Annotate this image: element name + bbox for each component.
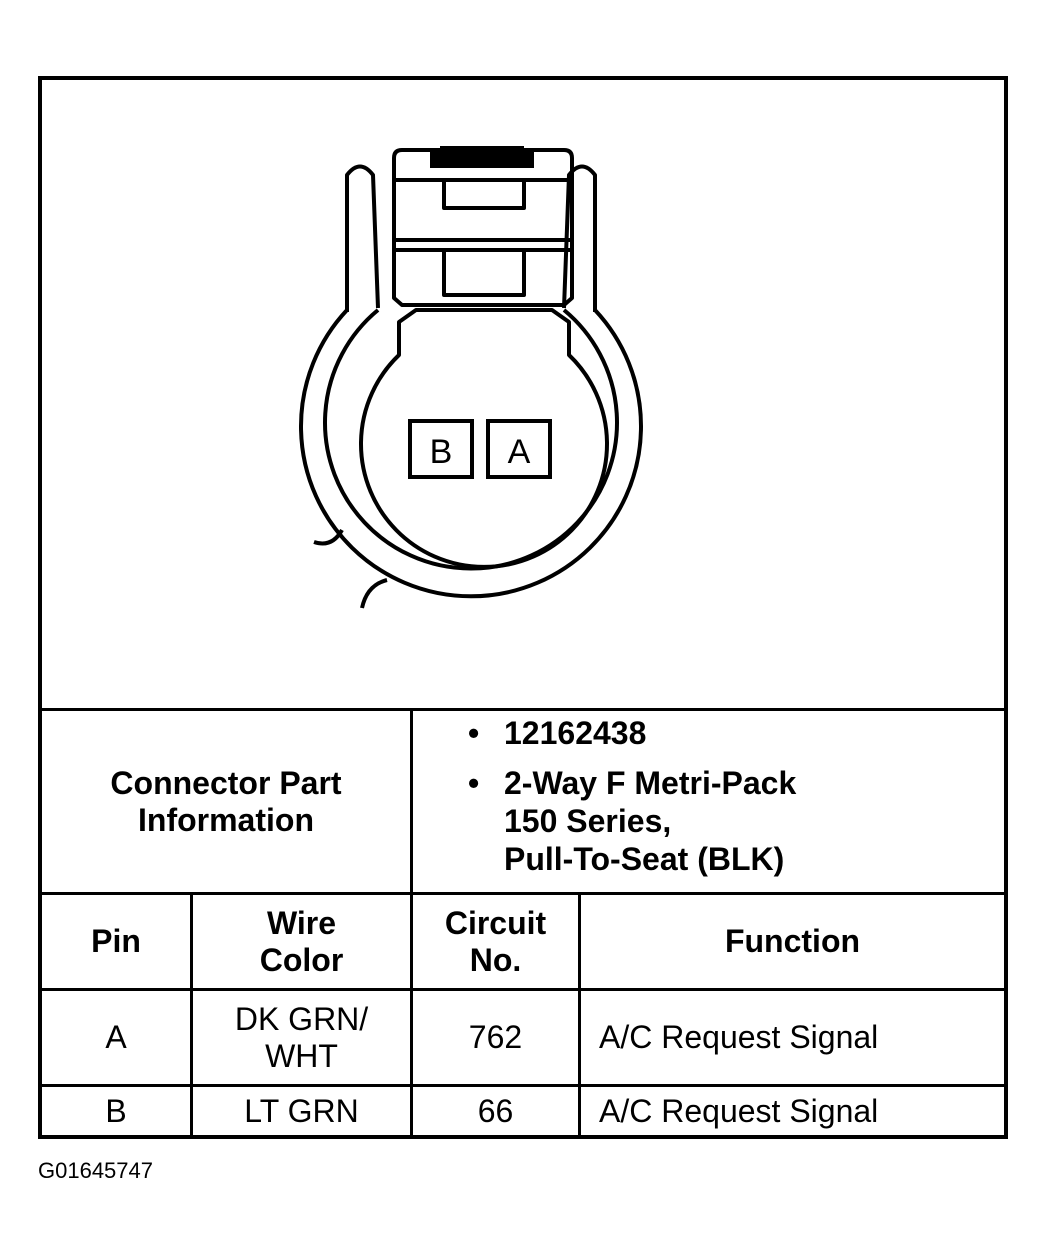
outer-ring [299,308,643,599]
divider-diagram [42,708,1004,711]
connector-card: B A Connector Part Information Pin Wire … [38,76,1008,1139]
divider-info [42,892,1004,895]
part-info-label-line-1: Connector Part [110,764,342,801]
row-a-wire-color: DK GRN/ WHT [193,991,410,1084]
header-wire-color-line-1: Wire [266,904,337,941]
description-line-1: 2-Way F Metri-Pack [504,765,797,801]
header-wire-color-line-2: Color [259,941,344,978]
header-circuit-line-1: Circuit [444,904,547,941]
part-info-label: Connector Part Information [42,711,410,892]
inner-ring [323,308,619,571]
header-function: Function [724,923,861,960]
divider-header [42,988,1004,991]
cavity-label-a: A [508,433,531,471]
ring-notch-bottom [360,578,388,609]
part-number: 12162438 [504,715,647,751]
divider-col-pin [190,892,193,1135]
cavity-label-b: B [430,433,453,471]
part-info-item-part-number: • 12162438 [468,714,796,752]
cavity-b [408,419,474,479]
row-a-circuit: 762 [468,1019,523,1056]
connector-face-diagram: B A [42,80,1004,710]
left-latch-arm [345,164,380,312]
lock-tab [430,146,534,168]
part-info-item-description: • 2-Way F Metri-Pack 150 Series, Pull-To… [468,764,796,878]
divider-row-a [42,1084,1004,1087]
terminal-body [359,308,609,569]
row-a-function: A/C Request Signal [599,1019,879,1056]
header-circuit-line-2: No. [469,941,522,978]
header-pin: Pin [91,923,141,960]
header-wire-color: Wire Color [193,895,410,988]
connector-illustration: B A [299,146,643,609]
figure-id: G01645747 [38,1158,153,1183]
lock-housing [392,148,574,307]
header-circuit-no: Circuit No. [413,895,578,988]
description-line-2: 150 Series, [504,803,672,839]
cavity-a [486,419,552,479]
row-a-wire-color-line-1: DK GRN/ [234,1000,369,1037]
part-info-label-line-2: Information [138,801,314,838]
right-latch-arm [562,164,597,312]
row-b-pin: B [105,1092,127,1129]
bullet-icon: • [468,715,480,751]
row-a-wire-color-line-2: WHT [265,1037,338,1074]
row-a-pin: A [105,1019,127,1056]
divider-col-circuit [578,892,581,1135]
row-b-function: A/C Request Signal [599,1092,879,1129]
part-info-list: • 12162438 • 2-Way F Metri-Pack 150 Seri… [468,714,796,878]
row-b-circuit: 66 [477,1092,514,1129]
divider-col-info [410,708,413,1135]
ring-notch-left [313,528,344,546]
description-line-3: Pull-To-Seat (BLK) [504,841,785,877]
row-b-wire-color: LT GRN [244,1092,359,1129]
bullet-icon: • [468,765,480,801]
